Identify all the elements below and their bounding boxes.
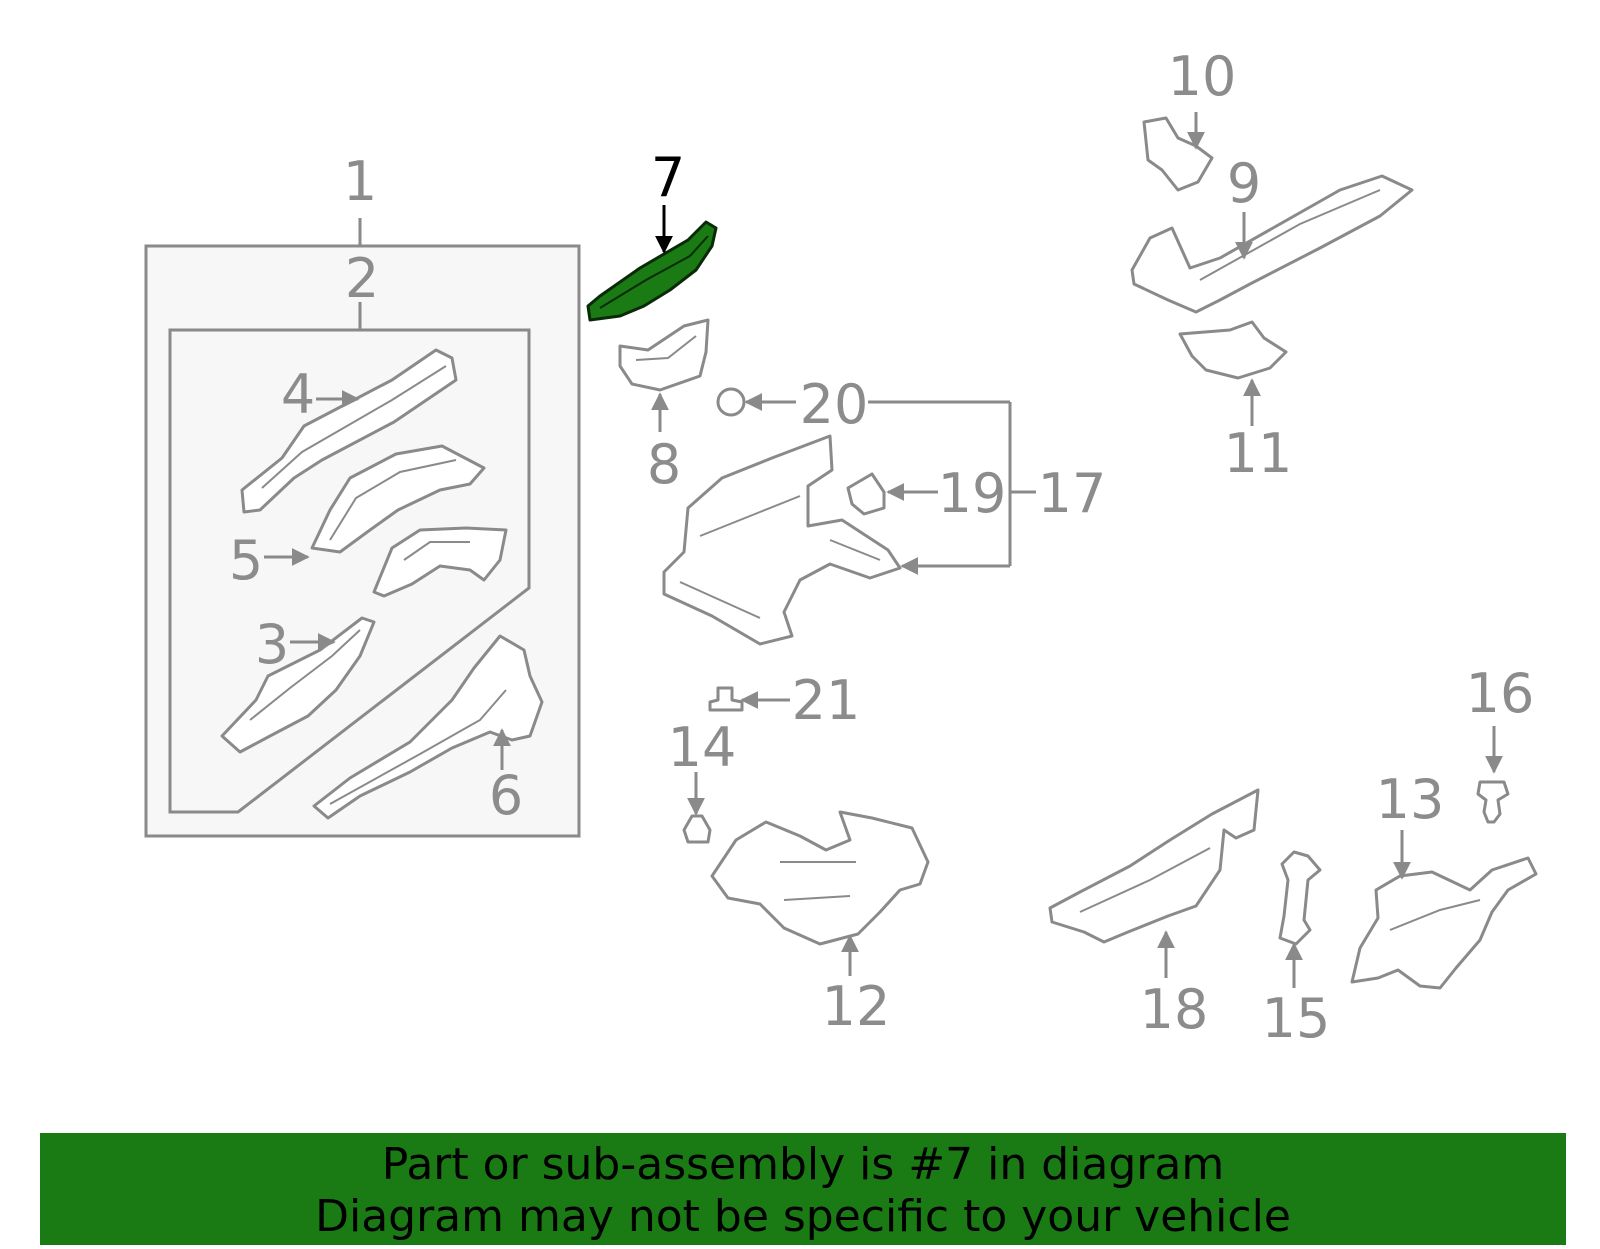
callout-9: 9 bbox=[1227, 152, 1261, 215]
callout-2: 2 bbox=[345, 247, 379, 310]
callout-15: 15 bbox=[1262, 987, 1331, 1050]
callout-13: 13 bbox=[1376, 768, 1445, 831]
part-18[interactable] bbox=[1048, 788, 1260, 944]
part-12[interactable] bbox=[710, 810, 930, 946]
banner-line-2: Diagram may not be specific to your vehi… bbox=[315, 1191, 1291, 1242]
part-6[interactable] bbox=[312, 634, 544, 820]
part-14[interactable] bbox=[682, 814, 712, 844]
callout-14: 14 bbox=[668, 716, 737, 779]
part-13[interactable] bbox=[1350, 856, 1538, 990]
callout-16: 16 bbox=[1466, 662, 1535, 725]
callout-6: 6 bbox=[489, 764, 523, 827]
callout-10: 10 bbox=[1168, 45, 1237, 108]
callout-19: 19 bbox=[938, 462, 1007, 525]
part-4[interactable] bbox=[240, 348, 458, 514]
part-5[interactable] bbox=[310, 444, 486, 554]
part-20[interactable] bbox=[716, 387, 746, 417]
part-15[interactable] bbox=[1278, 850, 1322, 946]
info-banner: Part or sub-assembly is #7 in diagram Di… bbox=[40, 1133, 1566, 1245]
part-9[interactable] bbox=[1130, 174, 1414, 314]
callout-4: 4 bbox=[281, 363, 315, 426]
part-8[interactable] bbox=[618, 318, 710, 392]
callout-5: 5 bbox=[229, 529, 263, 592]
callout-12: 12 bbox=[822, 975, 891, 1038]
callout-17: 17 bbox=[1038, 462, 1107, 525]
part-11[interactable] bbox=[1178, 320, 1288, 380]
callout-21: 21 bbox=[792, 669, 861, 732]
callout-20: 20 bbox=[800, 373, 869, 436]
callout-3: 3 bbox=[255, 613, 289, 676]
part-21[interactable] bbox=[708, 686, 744, 712]
part-10[interactable] bbox=[1142, 116, 1214, 192]
part-7-highlighted[interactable] bbox=[586, 220, 718, 322]
banner-line-1: Part or sub-assembly is #7 in diagram bbox=[381, 1139, 1225, 1190]
callout-8: 8 bbox=[647, 433, 681, 496]
callout-18: 18 bbox=[1140, 978, 1209, 1041]
callout-7-highlighted: 7 bbox=[651, 146, 685, 209]
part-16[interactable] bbox=[1476, 780, 1510, 824]
part-17[interactable] bbox=[662, 434, 902, 646]
callout-11: 11 bbox=[1224, 422, 1293, 485]
callout-1: 1 bbox=[343, 150, 377, 213]
part-19[interactable] bbox=[846, 472, 886, 516]
